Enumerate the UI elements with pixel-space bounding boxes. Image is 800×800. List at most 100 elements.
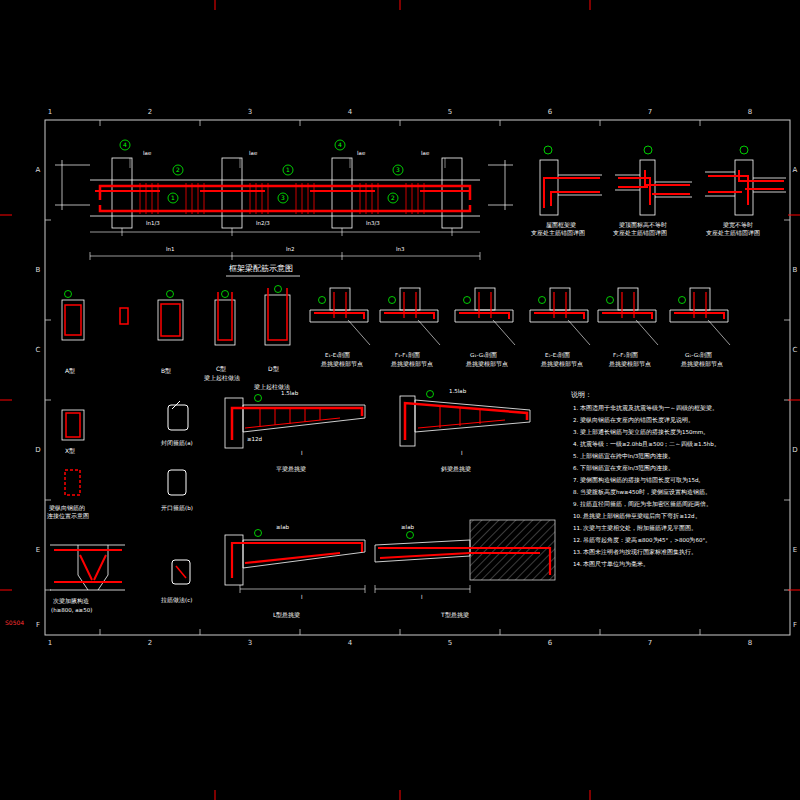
note-text: 6. 下部钢筋宜在支座ln/3范围内连接。 <box>572 465 675 471</box>
view-title: 支座处主筋锚固详图 <box>612 230 668 237</box>
grid-number: 2 <box>148 639 152 647</box>
grid-number: 5 <box>448 108 452 116</box>
note-text: 2. 梁纵向钢筋在支座内的锚固长度详见说明。 <box>572 417 695 423</box>
view-title: G₂-G₂剖面 <box>684 352 713 358</box>
grid-number: 1 <box>48 639 52 647</box>
view-title: 梁宽不等时 <box>722 222 754 229</box>
grid-number: 4 <box>348 108 352 116</box>
view-title: 支座处主筋锚固详图 <box>705 230 761 237</box>
note-text: 1. 本图适用于非抗震及抗震等级为一～四级的框架梁。 <box>572 405 719 411</box>
drawing-number: S0504 <box>4 620 25 627</box>
callout-number: 3 <box>281 195 285 202</box>
callout-number: 1 <box>171 195 175 202</box>
view-title: 屋面框架梁 <box>545 222 577 229</box>
dimension: lae <box>420 150 430 156</box>
grid-letter: E <box>36 546 40 554</box>
grid-number: 1 <box>48 108 52 116</box>
grid-number: 6 <box>548 108 552 116</box>
callout-number: 4 <box>123 142 127 149</box>
dimension: ln2 <box>285 246 296 252</box>
dimension: ln3 <box>395 246 406 252</box>
callout-number: 2 <box>176 167 180 174</box>
view-title: 悬挑梁根部节点 <box>608 361 652 367</box>
grid-number: 7 <box>648 108 652 116</box>
dimension: l <box>460 450 464 456</box>
callout-number: 2 <box>391 195 395 202</box>
dimension: ln3/3 <box>365 220 381 226</box>
dimension: ln1 <box>165 246 176 252</box>
view-title: 支座处主筋锚固详图 <box>530 230 586 237</box>
grid-number: 3 <box>248 108 252 116</box>
view-title: 悬挑梁根部节点 <box>540 361 584 367</box>
view-title: 平梁悬挑梁 <box>275 466 307 473</box>
grid-letter: B <box>793 266 798 274</box>
note-text: 14. 本图尺寸单位均为毫米。 <box>572 561 651 567</box>
grid-number: 7 <box>648 639 652 647</box>
view-title: 梁顶面标高不等时 <box>618 222 668 229</box>
view-title: E₁-E₁剖面 <box>324 352 351 358</box>
view-title: 连接位置示意图 <box>46 513 90 519</box>
view-title: 悬挑梁根部节点 <box>680 361 724 367</box>
view-title: T型悬挑梁 <box>440 612 470 619</box>
note-heading: 说明： <box>570 392 593 399</box>
grid-number: 3 <box>248 639 252 647</box>
grid-letter: B <box>36 266 41 274</box>
dimension: lae <box>142 150 152 156</box>
note-text: 4. 抗震等级：一级≥2.0hb且≥500；二～四级≥1.5hb。 <box>572 441 721 447</box>
view-title: G₁-G₁剖面 <box>469 352 498 358</box>
grid-number: 8 <box>748 108 752 116</box>
grid-letter: C <box>793 346 798 354</box>
view-title: E₂-E₂剖面 <box>544 352 571 358</box>
note-text: 13. 本图未注明者均按现行国家标准图集执行。 <box>572 549 699 555</box>
note-text: 5. 上部钢筋宜在跨中ln/3范围内连接。 <box>572 453 675 459</box>
view-title: 梁纵向钢筋的 <box>48 505 86 511</box>
note-text: 9. 拉筋直径同箍筋，间距为非加密区箍筋间距两倍。 <box>572 501 713 507</box>
dimension: ≥12d <box>246 436 263 442</box>
dimension: lae <box>248 150 258 156</box>
grid-letter: A <box>36 166 41 174</box>
dimension: l <box>300 450 304 456</box>
view-title: 悬挑梁根部节点 <box>465 361 509 367</box>
grid-letter: C <box>36 346 41 354</box>
view-title: L型悬挑梁 <box>272 612 301 619</box>
grid-letter: D <box>792 446 797 454</box>
grid-letter: A <box>793 166 798 174</box>
view-title: 悬挑梁根部节点 <box>390 361 434 367</box>
view-title: 拉筋做法(c) <box>160 597 193 603</box>
view-title: 封闭箍筋(a) <box>160 440 194 446</box>
callout-number: 4 <box>338 142 342 149</box>
dimension: ≥lab <box>275 524 290 530</box>
dimension: 1.5lab <box>448 388 467 394</box>
note-text: 11. 次梁与主梁相交处，附加箍筋详见平面图。 <box>572 525 699 531</box>
view-title: 框架梁配筋示意图 <box>228 264 294 273</box>
grid-number: 4 <box>348 639 352 647</box>
callout-number: 3 <box>396 167 400 174</box>
dimension: lae <box>356 150 366 156</box>
grid-letter: E <box>793 546 797 554</box>
callout-number: 1 <box>286 167 290 174</box>
view-title: D型 <box>267 366 280 373</box>
view-title: F₂-F₂剖面 <box>612 352 639 358</box>
grid-number: 5 <box>448 639 452 647</box>
view-title: 次梁加腋构造 <box>52 598 90 605</box>
grid-letter: F <box>36 621 40 629</box>
dimension: ≥lab <box>400 524 415 530</box>
view-title: F₁-F₁剖面 <box>394 352 421 358</box>
grid-letter: D <box>35 446 40 454</box>
view-title: 悬挑梁根部节点 <box>320 361 364 367</box>
view-title: A型 <box>64 368 76 375</box>
view-title: X型 <box>64 448 76 455</box>
view-title: 开口箍筋(b) <box>160 505 194 511</box>
view-title: 梁上起柱做法 <box>203 375 241 381</box>
dimension: 1.5lab <box>280 390 299 396</box>
grid-letter: F <box>793 621 797 629</box>
view-title: 斜梁悬挑梁 <box>440 466 472 473</box>
view-title: C型 <box>215 366 227 373</box>
note-text: 7. 梁侧面构造钢筋的搭接与锚固长度可取为15d。 <box>572 477 706 483</box>
note-text: 12. 吊筋弯起角度：梁高≤800为45°，>800为60°。 <box>572 537 712 543</box>
view-title: (h≥800, a≥50) <box>50 607 93 613</box>
grid-number: 6 <box>548 639 552 647</box>
grid-number: 2 <box>148 108 152 116</box>
note-text: 8. 当梁腹板高度hw≥450时，梁侧应设置构造钢筋。 <box>572 489 712 495</box>
